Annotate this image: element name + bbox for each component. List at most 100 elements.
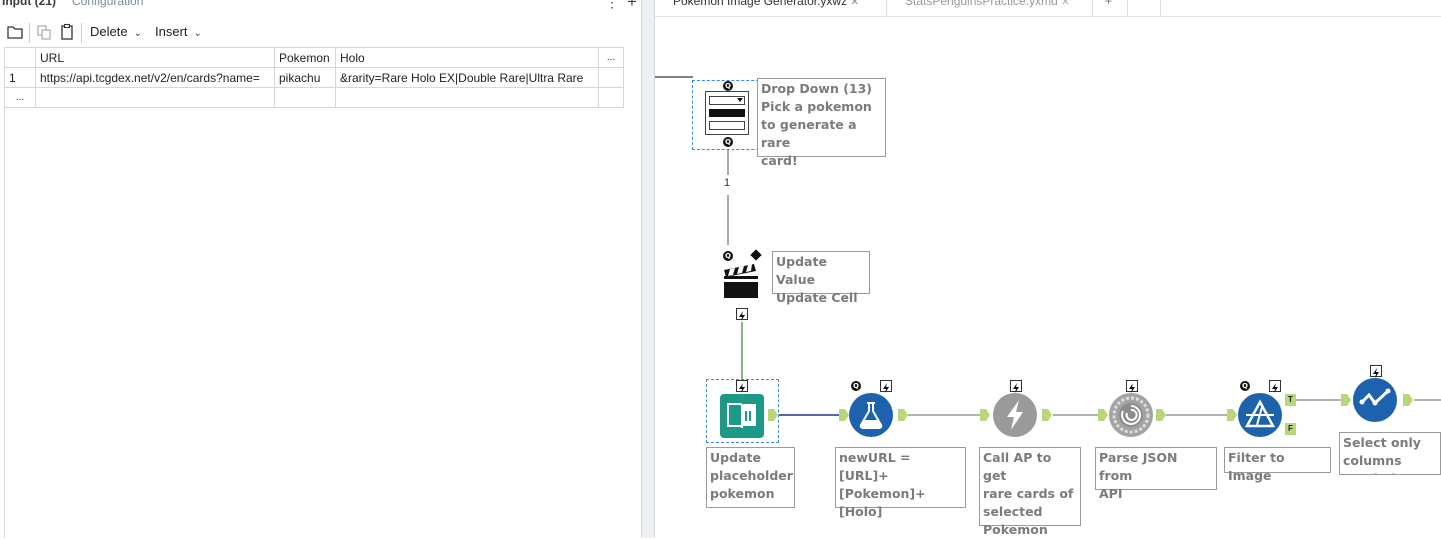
flask-icon [859, 402, 883, 429]
caret-down-icon [737, 98, 743, 102]
tab-stats-penguins[interactable]: StatsPenguinsPractice.yxmd ✕ [905, 0, 1069, 16]
connection-count: 1 [724, 177, 731, 189]
tab-pokemon-image-generator[interactable]: Pokemon Image Generator.yxwz ✕ [673, 0, 859, 16]
add-row-button[interactable]: ... [4, 87, 36, 108]
panel-title: Input (21) [2, 0, 56, 8]
input-anchor[interactable] [1341, 394, 1351, 406]
node-annotation: Update Value Update Cell [776, 254, 858, 305]
output-anchor[interactable] [1042, 409, 1052, 421]
bolt-anchor-icon[interactable] [1126, 380, 1138, 393]
input-anchor[interactable] [980, 409, 990, 421]
cell-url[interactable]: https://api.tcgdex.net/v2/en/cards?name= [35, 67, 275, 88]
bolt-anchor-icon[interactable] [1010, 380, 1022, 393]
workflow-canvas[interactable]: Pokemon Image Generator.yxwz ✕ StatsPeng… [655, 0, 1441, 538]
row-number-header [4, 47, 36, 68]
node-annotation: Filter to Image [1228, 450, 1285, 483]
question-anchor-icon[interactable]: Q [723, 81, 733, 91]
copy-icon[interactable] [35, 23, 53, 41]
more-options-icon[interactable]: ⋮ [605, 0, 619, 10]
selection-outline [706, 379, 779, 443]
insert-label: Insert [155, 24, 188, 39]
chevron-down-icon: ⌄ [133, 28, 142, 39]
download-tool-icon[interactable] [993, 393, 1037, 437]
tab-configuration[interactable]: Configuration [72, 0, 144, 8]
text-input-tool-icon[interactable] [720, 394, 764, 438]
filter-triangle-icon [1244, 399, 1276, 428]
question-anchor-icon[interactable]: Q [1240, 381, 1250, 391]
false-anchor[interactable]: F [1285, 423, 1296, 435]
close-icon[interactable]: ✕ [850, 0, 859, 8]
column-header-holo[interactable]: Holo [335, 47, 599, 68]
question-anchor-icon[interactable]: Q [723, 251, 733, 261]
input-anchor[interactable] [1227, 409, 1237, 421]
tab-divider [886, 0, 887, 16]
data-grid: URL Pokemon Holo ... 1 https://api.tcgde… [4, 47, 624, 108]
tab-label: StatsPenguinsPractice.yxmd [905, 0, 1058, 8]
table-row: ... [4, 87, 624, 108]
cell-pokemon[interactable] [274, 87, 336, 108]
configuration-panel: Input (21) Configuration ⋮ + Delete ⌄ Ins… [0, 0, 642, 538]
dropdown-highlight-graphic [709, 109, 745, 117]
delete-dropdown-button[interactable]: Delete ⌄ [90, 24, 142, 39]
add-column-button[interactable]: ... [598, 47, 624, 68]
column-header-url[interactable]: URL [35, 47, 275, 68]
filter-tool-icon[interactable] [1238, 393, 1282, 437]
dropdown-field-graphic [709, 121, 745, 130]
add-icon[interactable]: + [627, 0, 637, 11]
bolt-anchor-icon[interactable] [736, 380, 748, 393]
cell-url[interactable] [35, 87, 275, 108]
output-anchor[interactable] [1156, 409, 1166, 421]
bolt-anchor-icon[interactable] [1370, 365, 1382, 378]
cell-holo[interactable] [335, 87, 599, 108]
close-icon[interactable]: ✕ [1061, 0, 1070, 8]
cell-extra[interactable] [598, 87, 624, 108]
question-anchor-icon[interactable]: Q [851, 381, 861, 391]
output-anchor[interactable] [768, 409, 778, 421]
table-toolbar: Delete ⌄ Insert ⌄ [0, 19, 641, 45]
node-annotation: newURL = [URL]+ [Pokemon]+ [Holo] [839, 450, 926, 519]
json-parse-tool-icon[interactable] [1109, 393, 1153, 437]
row-number: 1 [4, 67, 36, 88]
text-input-label: Update placeholder pokemon [706, 447, 795, 508]
new-tab-button[interactable]: + [1105, 0, 1113, 8]
open-folder-icon[interactable] [6, 23, 24, 41]
insert-dropdown-button[interactable]: Insert ⌄ [155, 24, 202, 39]
bolt-anchor-icon[interactable] [880, 380, 892, 393]
node-annotation: Drop Down (13) Pick a pokemon to generat… [761, 81, 873, 168]
filter-tool-label: Filter to Image [1224, 447, 1331, 483]
lightning-icon [1007, 400, 1023, 430]
formula-tool-icon[interactable] [849, 393, 893, 437]
false-anchor-label: F [1288, 424, 1293, 433]
select-tool-label: Select only columns needed [1339, 432, 1441, 475]
clapperboard-icon[interactable] [722, 262, 760, 300]
gear-icon [1112, 396, 1150, 434]
cell-extra[interactable] [598, 67, 624, 88]
true-anchor[interactable]: T [1285, 394, 1296, 406]
dropdown-tool-icon[interactable] [705, 91, 749, 135]
panel-splitter[interactable] [641, 0, 655, 538]
delete-label: Delete [90, 24, 128, 39]
select-tool-icon[interactable] [1353, 378, 1397, 422]
cell-pokemon[interactable]: pikachu [274, 67, 336, 88]
update-value-label: Update Value Update Cell [772, 251, 870, 305]
bolt-anchor-icon[interactable] [1269, 380, 1281, 393]
table-row: 1 https://api.tcgdex.net/v2/en/cards?nam… [4, 67, 624, 88]
header-row: URL Pokemon Holo ... [4, 47, 624, 68]
bolt-anchor-icon[interactable] [736, 308, 748, 321]
input-anchor[interactable] [1098, 409, 1108, 421]
tab-label: Pokemon Image Generator.yxwz [673, 0, 848, 8]
output-anchor[interactable] [1403, 394, 1413, 406]
paste-icon[interactable] [58, 23, 76, 41]
tab-divider [1092, 0, 1093, 16]
chevron-down-icon: ⌄ [193, 28, 202, 39]
dropdown-tool-label: Drop Down (13) Pick a pokemon to generat… [757, 78, 886, 168]
cell-holo[interactable]: &rarity=Rare Holo EX|Double Rare|Ultra R… [335, 67, 599, 88]
node-annotation: Call AP to get rare cards of selected Po… [983, 450, 1074, 537]
question-anchor-icon[interactable]: Q [723, 137, 733, 147]
dropdown-field-graphic [709, 96, 745, 105]
input-anchor[interactable] [839, 409, 849, 421]
output-anchor[interactable] [898, 409, 908, 421]
node-annotation: Update placeholder pokemon [710, 450, 793, 501]
grid-frame [4, 47, 642, 538]
column-header-pokemon[interactable]: Pokemon [274, 47, 336, 68]
